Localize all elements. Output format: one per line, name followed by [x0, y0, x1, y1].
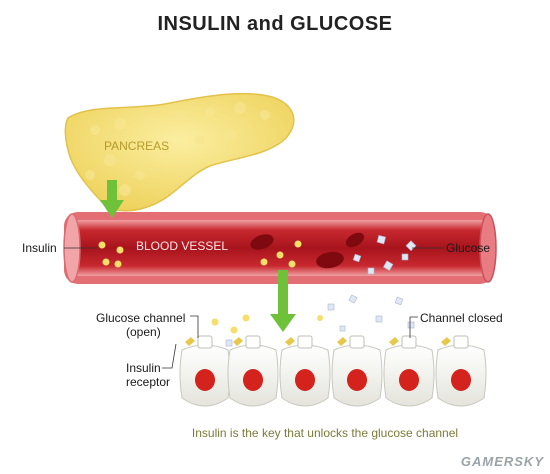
- insulin-receptor: [337, 337, 347, 346]
- target-cell: [279, 335, 331, 407]
- glucose-channel: [401, 335, 417, 349]
- pancreas-illustration: PANCREAS: [64, 92, 295, 212]
- insulin-label: Insulin: [22, 241, 57, 255]
- cell-nucleus: [451, 369, 471, 391]
- cell-nucleus: [295, 369, 315, 391]
- insulin-receptor-label-line1: Insulin: [126, 361, 161, 375]
- glucose-channel-open-label-line2: (open): [126, 325, 161, 339]
- glucose-channel: [245, 335, 261, 349]
- cell-nucleus: [243, 369, 263, 391]
- insulin-receptor: [389, 337, 399, 346]
- target-cell: [227, 335, 279, 407]
- insulin-receptor: [441, 337, 451, 346]
- target-cell: [435, 335, 487, 407]
- target-cell: [179, 335, 231, 407]
- insulin-receptor: [233, 337, 243, 346]
- glucose-channel-open-label-line1: Glucose channel: [96, 311, 185, 325]
- insulin-receptor-label-line2: receptor: [126, 375, 170, 389]
- flow-arrows: [100, 180, 296, 332]
- cell-row: [179, 335, 487, 407]
- diagram-title: INSULIN and GLUCOSE: [157, 13, 392, 35]
- blood-vessel-label: BLOOD VESSEL: [136, 239, 228, 253]
- cell-nucleus: [347, 369, 367, 391]
- glucose-channel: [197, 335, 213, 349]
- pancreas-label: PANCREAS: [104, 139, 169, 153]
- caption: Insulin is the key that unlocks the gluc…: [192, 426, 458, 440]
- glucose-channel: [453, 335, 469, 349]
- insulin-molecules: [98, 240, 302, 268]
- glucose-channel: [349, 335, 365, 349]
- free-molecules: [211, 294, 415, 347]
- watermark: GAMERSKY: [461, 454, 544, 469]
- insulin-receptor: [285, 337, 295, 346]
- glucose-channel: [297, 335, 313, 349]
- cell-nucleus: [195, 369, 215, 391]
- insulin-receptor: [185, 337, 195, 346]
- target-cell: [383, 335, 435, 407]
- channel-closed-label: Channel closed: [420, 311, 503, 325]
- cell-nucleus: [399, 369, 419, 391]
- target-cell: [331, 335, 383, 407]
- glucose-label: Glucose: [446, 241, 490, 255]
